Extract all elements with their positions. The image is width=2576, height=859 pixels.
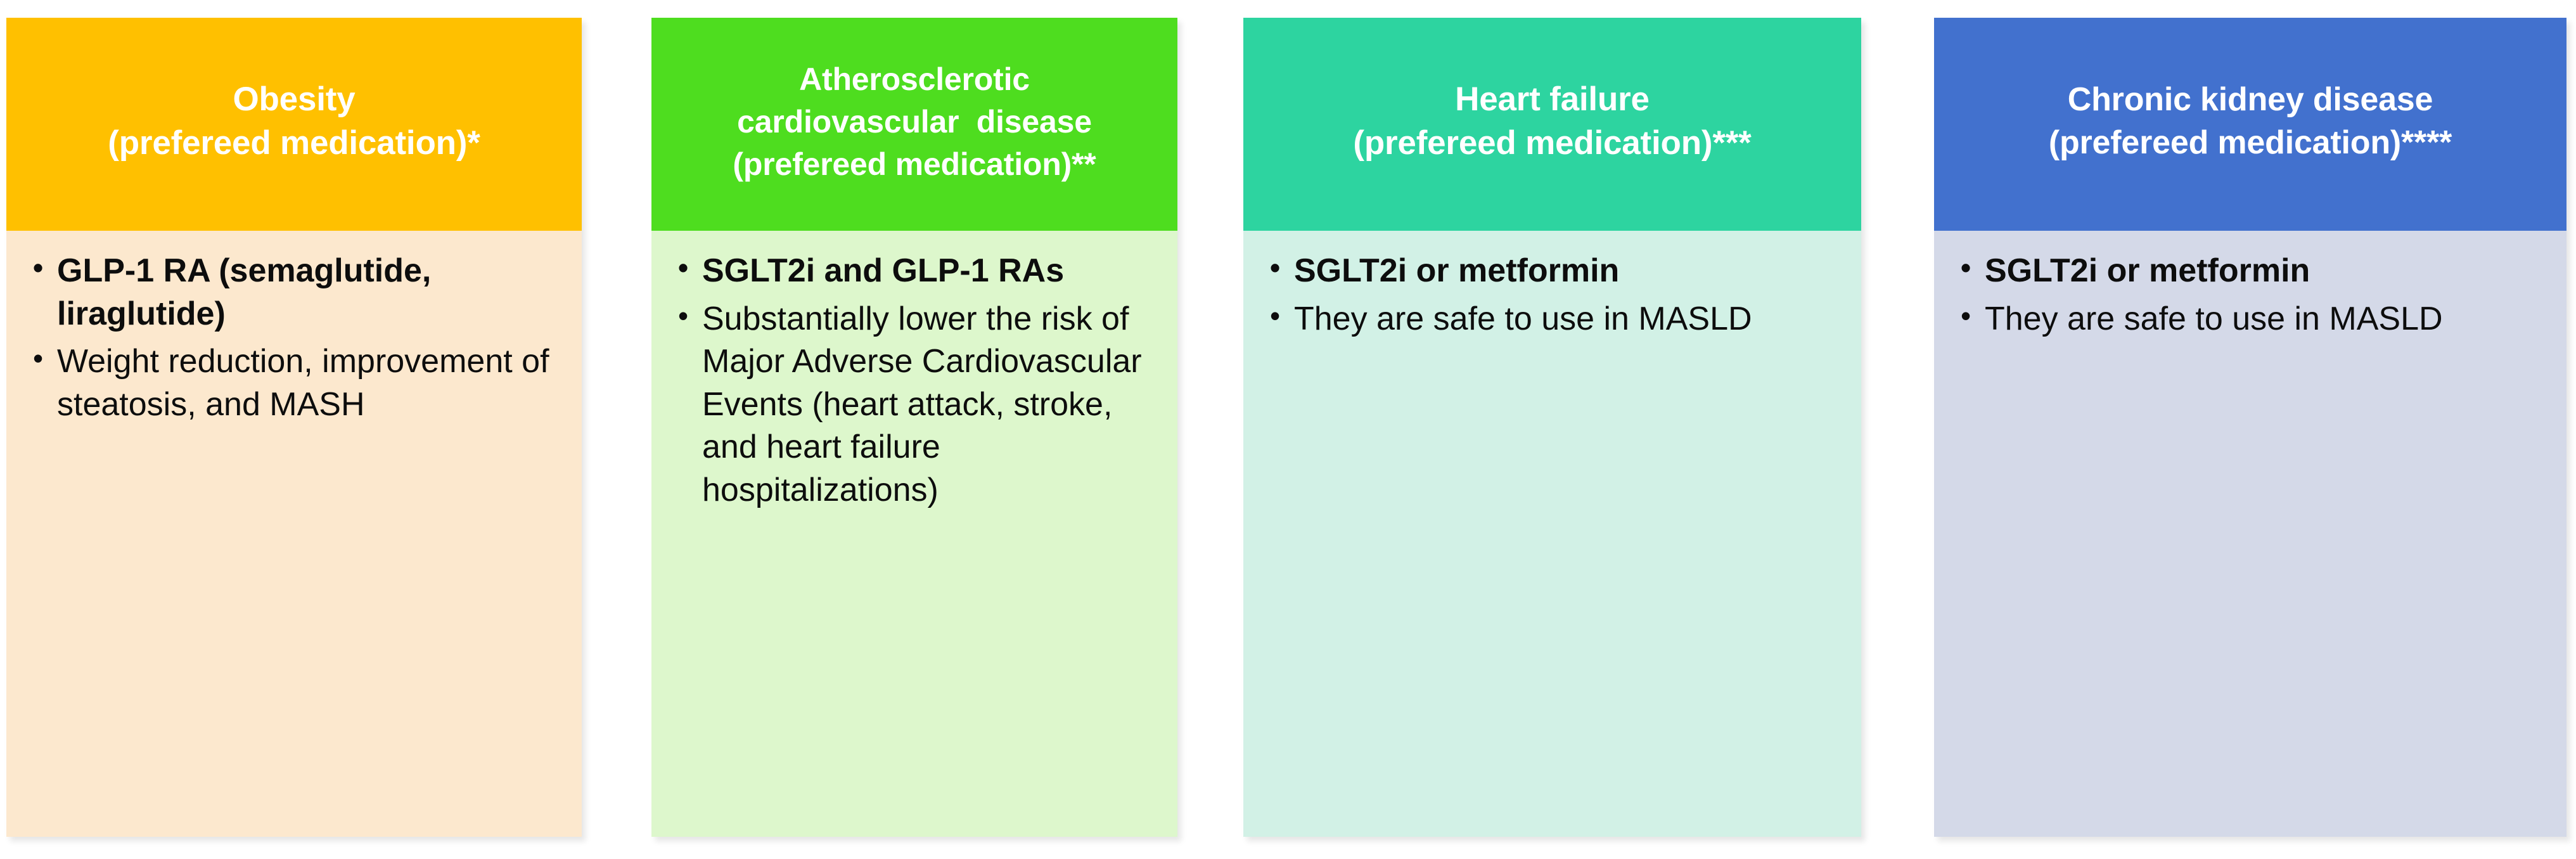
card-chronic-kidney-disease: Chronic kidney disease (prefereed medica…	[1934, 18, 2566, 837]
card-ascvd-title-line-3: (prefereed medication)**	[733, 146, 1096, 182]
list-item: SGLT2i and GLP-1 RAs	[673, 249, 1161, 293]
list-item: Substantially lower the risk of Major Ad…	[673, 297, 1161, 512]
card-heart-failure-header: Heart failure (prefereed medication)***	[1243, 18, 1861, 231]
list-item: Weight reduction, improvement of steatos…	[28, 340, 565, 426]
card-ckd-title-line-2: (prefereed medication)****	[2048, 124, 2452, 161]
card-obesity-bullet-list: GLP-1 RA (semaglutide, liraglutide) Weig…	[28, 249, 565, 426]
card-ascvd-body: SGLT2i and GLP-1 RAs Substantially lower…	[651, 231, 1177, 837]
card-atherosclerotic-cardiovascular-disease: Atherosclerotic cardiovascular disease (…	[651, 18, 1177, 837]
card-ckd-header: Chronic kidney disease (prefereed medica…	[1934, 18, 2566, 231]
list-item: SGLT2i or metformin	[1956, 249, 2550, 293]
card-ascvd-bullet-list: SGLT2i and GLP-1 RAs Substantially lower…	[673, 249, 1161, 512]
list-item: They are safe to use in MASLD	[1265, 297, 1845, 341]
list-item: They are safe to use in MASLD	[1956, 297, 2550, 341]
card-obesity-header: Obesity (prefereed medication)*	[6, 18, 582, 231]
card-heart-failure-title-line-2: (prefereed medication)***	[1353, 124, 1752, 162]
card-ckd-body: SGLT2i or metformin They are safe to use…	[1934, 231, 2566, 837]
card-ascvd-header: Atherosclerotic cardiovascular disease (…	[651, 18, 1177, 231]
card-ascvd-title-line-1: Atherosclerotic	[799, 61, 1030, 97]
card-heart-failure-bullet-list: SGLT2i or metformin They are safe to use…	[1265, 249, 1845, 341]
card-ascvd-title-line-2: cardiovascular disease	[737, 103, 1092, 139]
list-item: GLP-1 RA (semaglutide, liraglutide)	[28, 249, 565, 335]
card-ckd-title-line-1: Chronic kidney disease	[2067, 81, 2433, 119]
card-heart-failure-title-line-1: Heart failure	[1455, 81, 1650, 119]
card-obesity-title-line-1: Obesity	[233, 81, 356, 119]
card-heart-failure: Heart failure (prefereed medication)*** …	[1243, 18, 1861, 837]
card-obesity: Obesity (prefereed medication)* GLP-1 RA…	[6, 18, 582, 837]
card-heart-failure-body: SGLT2i or metformin They are safe to use…	[1243, 231, 1861, 837]
card-obesity-title-line-2: (prefereed medication)*	[108, 124, 480, 162]
card-ckd-bullet-list: SGLT2i or metformin They are safe to use…	[1956, 249, 2550, 341]
card-obesity-body: GLP-1 RA (semaglutide, liraglutide) Weig…	[6, 231, 582, 837]
list-item: SGLT2i or metformin	[1265, 249, 1845, 293]
